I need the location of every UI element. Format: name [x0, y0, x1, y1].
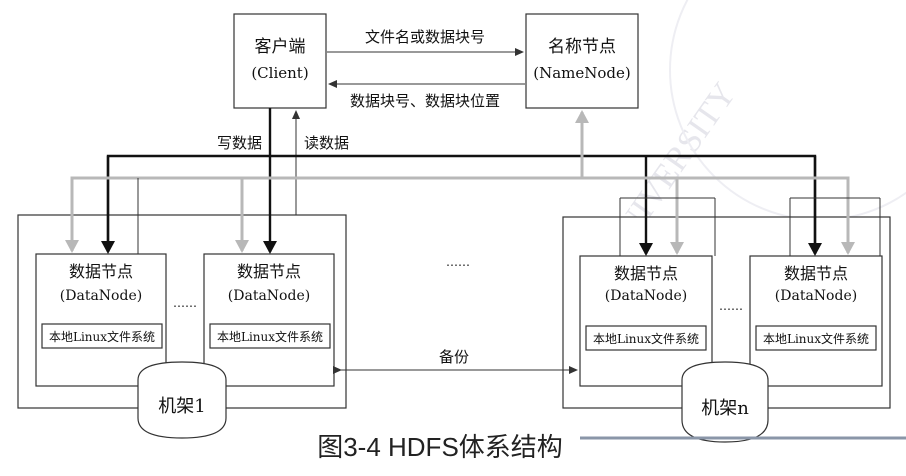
- datanode-label-3: 数据节点: [614, 264, 678, 283]
- datanode-label-2: 数据节点: [237, 262, 301, 281]
- datanode-label-4: 数据节点: [784, 264, 848, 283]
- label-backup: 备份: [439, 348, 469, 366]
- label-filename-or-block: 文件名或数据块号: [365, 28, 485, 46]
- namenode-sublabel: (NameNode): [533, 64, 631, 82]
- namenode-label: 名称节点: [548, 37, 616, 57]
- rackn-label: 机架n: [701, 398, 749, 419]
- datanode-box-4: [749, 255, 883, 387]
- client-box: [233, 13, 327, 109]
- datanode-label-1: 数据节点: [69, 262, 133, 281]
- linux-fs-box-3: [585, 325, 707, 351]
- rack1-cylinder: [137, 361, 227, 439]
- datanode-box-1: [35, 253, 167, 387]
- linux-fs-box-2: [209, 323, 331, 349]
- rack1-label: 机架1: [158, 396, 205, 417]
- ellipsis-between-racks: ……: [446, 255, 470, 269]
- ellipsis-rackn: ……: [719, 299, 743, 313]
- datanode-sublabel-4: (DataNode): [775, 288, 857, 304]
- datanode-sublabel-1: (DataNode): [60, 288, 142, 304]
- datanode-sublabel-3: (DataNode): [605, 288, 687, 304]
- linux-fs-label-1: 本地Linux文件系统: [49, 329, 155, 344]
- linux-fs-box-4: [755, 325, 877, 351]
- linux-fs-label-3: 本地Linux文件系统: [593, 331, 699, 346]
- client-label: 客户端: [255, 37, 306, 57]
- namenode-box: [525, 13, 639, 109]
- linux-fs-label-2: 本地Linux文件系统: [217, 329, 323, 344]
- label-write-data: 写数据: [217, 134, 262, 152]
- linux-fs-label-4: 本地Linux文件系统: [763, 331, 869, 346]
- ellipsis-rack1: ……: [173, 296, 197, 310]
- datanode-box-3: [579, 255, 713, 387]
- label-block-location: 数据块号、数据块位置: [350, 92, 500, 110]
- label-read-data: 读数据: [304, 134, 349, 152]
- linux-fs-box-1: [41, 323, 163, 349]
- datanode-box-2: [203, 253, 335, 387]
- figure-caption: 图3-4 HDFS体系结构: [317, 432, 563, 462]
- client-sublabel: (Client): [251, 64, 308, 82]
- datanode-sublabel-2: (DataNode): [228, 288, 310, 304]
